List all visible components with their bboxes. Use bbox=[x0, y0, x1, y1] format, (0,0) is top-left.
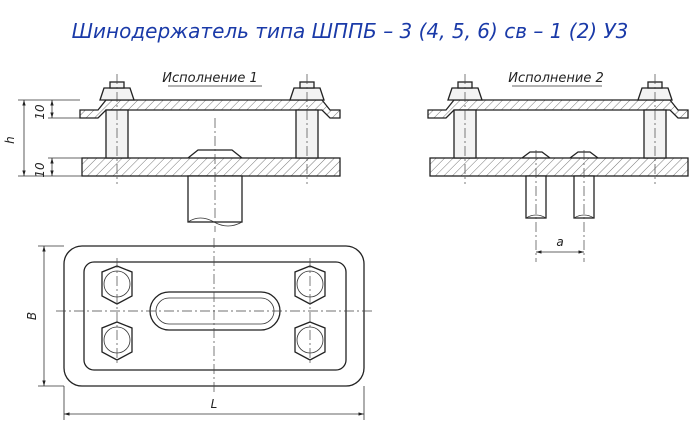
base-plate-1 bbox=[81, 157, 341, 177]
front-view-variant-2: Исполнение 2 a bbox=[427, 71, 689, 262]
dim-length: L bbox=[211, 397, 218, 411]
dim-bottom-thickness: 10 bbox=[33, 162, 47, 178]
dim-top-thickness: 10 bbox=[33, 104, 47, 120]
front-view-variant-1: Исполнение 1 h 10 10 bbox=[3, 71, 341, 232]
dim-width: B bbox=[25, 312, 39, 320]
drawing-title: Шинодержатель типа ШППБ – 3 (4, 5, 6) св… bbox=[72, 19, 629, 43]
variant-1-label: Исполнение 1 bbox=[162, 71, 257, 86]
base-plate-2 bbox=[429, 157, 689, 177]
plan-view: B L bbox=[25, 238, 372, 420]
clamp-outline bbox=[83, 261, 347, 371]
dim-pitch: a bbox=[556, 235, 563, 249]
variant-2-label: Исполнение 2 bbox=[508, 71, 603, 86]
dim-h: h bbox=[3, 136, 17, 144]
